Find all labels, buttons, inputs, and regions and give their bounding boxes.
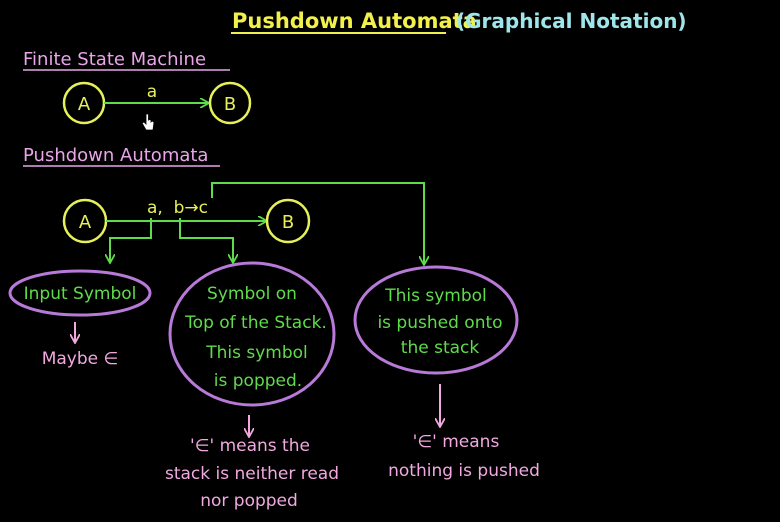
stack-top-bubble [168, 261, 336, 407]
pushed-note-line-1: '∈' means [413, 432, 500, 452]
hand-pointer-icon [141, 113, 155, 131]
stack-top-note-line-1: '∈' means the [190, 436, 310, 456]
pushed-symbol-connector [211, 182, 424, 264]
input-symbol-bubble [8, 269, 152, 317]
stack-top-connector [179, 218, 233, 262]
fsm-state-b-label: B [224, 94, 236, 115]
stack-top-line-4: is popped. [214, 371, 302, 391]
input-symbol-connector [110, 218, 152, 262]
pushed-line-2: is pushed onto [377, 313, 502, 333]
pushed-symbol-bubble [353, 265, 519, 375]
pushed-line-1: This symbol [384, 286, 487, 306]
pushed-note-line-2: nothing is pushed [388, 461, 540, 481]
stack-top-note-line-3: nor popped [200, 491, 298, 511]
fsm-transition-label: a [147, 82, 157, 102]
fsm-state-b [208, 81, 252, 125]
fsm-state-a-label: A [78, 94, 91, 115]
page-subtitle: (Graphical Notation) [456, 9, 687, 33]
stack-top-note-line-2: stack is neither read [165, 464, 339, 484]
pda-state-a-label: A [79, 212, 92, 233]
stack-top-line-3: This symbol [205, 343, 308, 363]
pda-state-b-label: B [282, 212, 294, 233]
stack-top-line-2: Top of the Stack. [184, 313, 327, 333]
fsm-heading: Finite State Machine [23, 49, 206, 70]
pda-transition-label: a, b→c [147, 198, 208, 218]
pda-state-b [265, 198, 311, 244]
input-symbol-text: Input Symbol [24, 284, 137, 304]
page-title: Pushdown Automata [232, 9, 477, 33]
pda-heading: Pushdown Automata [23, 145, 208, 166]
input-note-text: Maybe ∈ [42, 349, 119, 369]
stack-top-line-1: Symbol on [207, 284, 297, 304]
pushed-line-3: the stack [401, 338, 480, 358]
